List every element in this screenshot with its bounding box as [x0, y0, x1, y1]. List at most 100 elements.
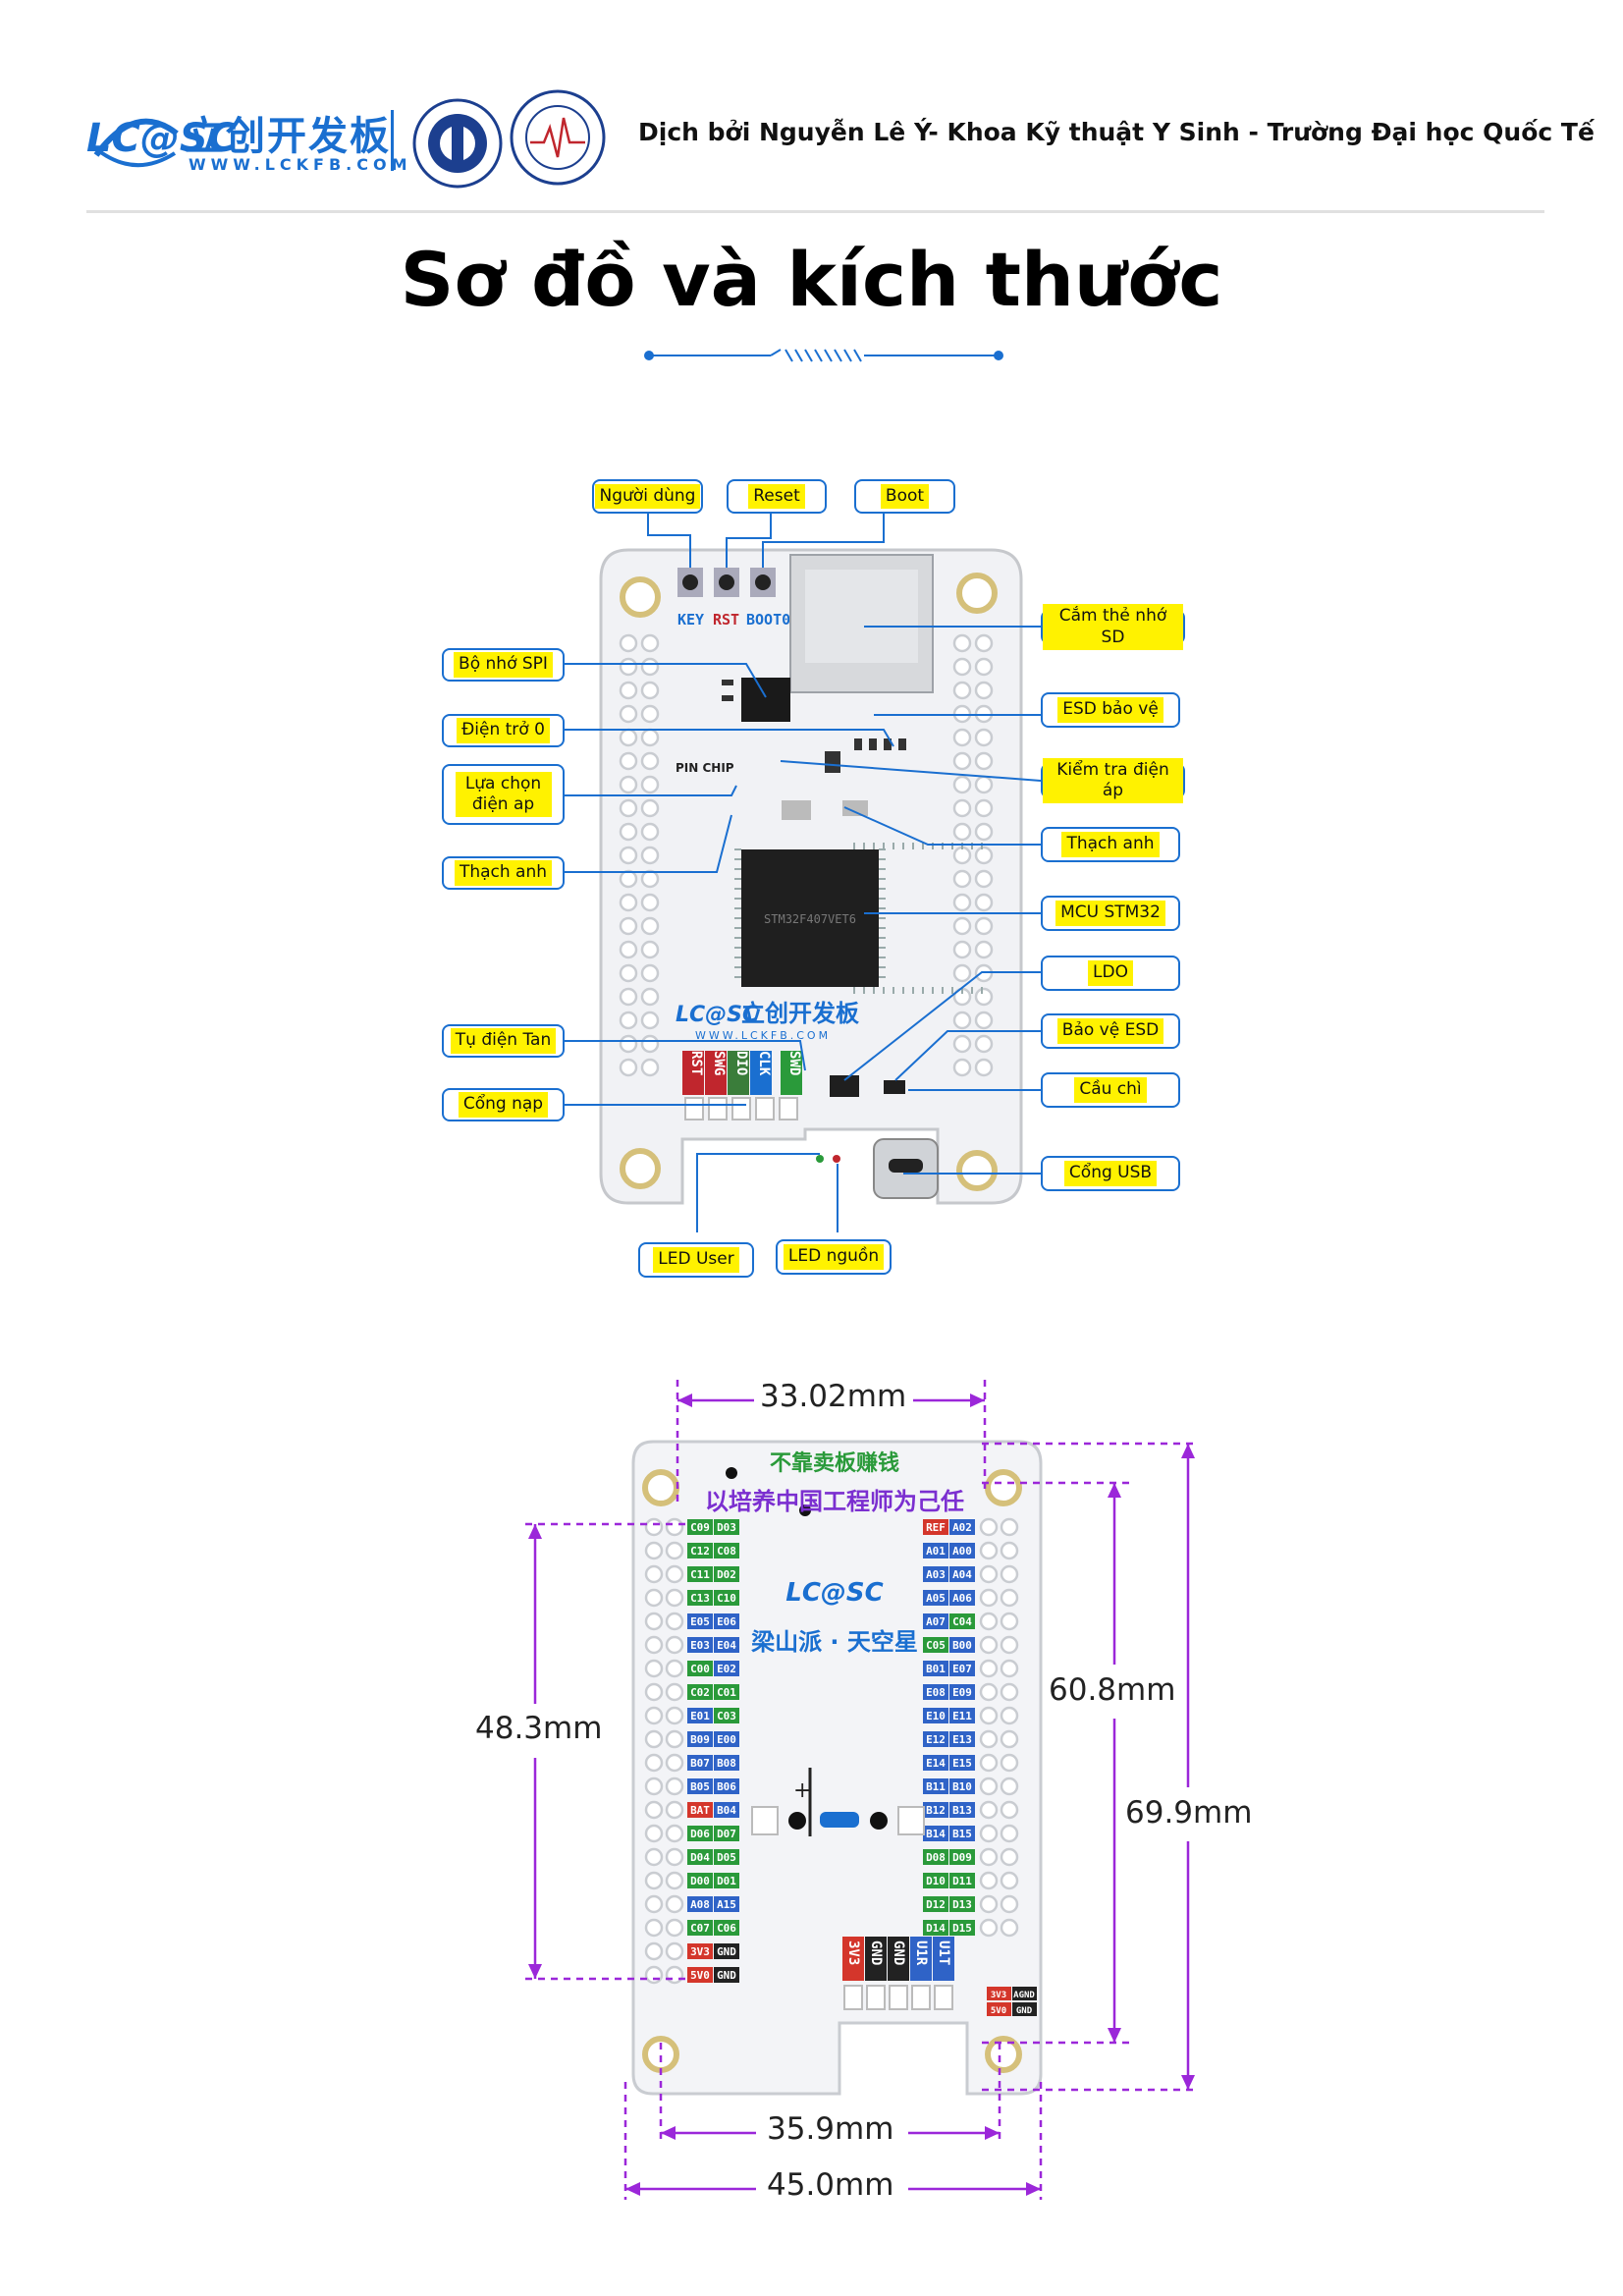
pin-label: D09	[952, 1851, 972, 1864]
board-brand-cn: 立创开发板	[741, 1000, 860, 1027]
pin-label-bg	[949, 1566, 975, 1582]
board-logo: LC@SC	[676, 1003, 758, 1027]
pin-label: 3V3	[991, 1991, 1006, 2000]
pin-label: B14	[926, 1828, 946, 1840]
pin-label-bg	[714, 1519, 739, 1535]
silk-rst: RST	[713, 611, 739, 629]
pin-label-bg	[923, 1920, 948, 1936]
dim-header-hole	[979, 1847, 999, 1867]
header-hole	[974, 1011, 994, 1030]
dim-header-hole	[644, 1682, 664, 1702]
pin-label-bg	[714, 1849, 739, 1865]
header-hole	[619, 869, 638, 889]
header-hole	[619, 728, 638, 747]
dim-header-hole	[665, 1659, 684, 1678]
mcu-chip-text: STM32F407VET6	[764, 912, 856, 926]
bottom-header-pad	[911, 1985, 931, 2010]
pin-label-bg	[987, 2002, 1011, 2016]
pin-label: C13	[690, 1592, 710, 1605]
header-hole	[974, 916, 994, 936]
callout-prog: Cổng nạp	[442, 1088, 565, 1121]
pin-label-bg	[687, 1637, 713, 1653]
callout-boot: Boot	[854, 479, 955, 514]
pin-label-bg	[714, 1778, 739, 1794]
pin-label-bg	[687, 1519, 713, 1535]
dim-header-hole	[665, 1729, 684, 1749]
callout-led-user: LED User	[638, 1242, 754, 1278]
callout-esd1: ESD bảo vệ	[1041, 692, 1180, 728]
pin-label: C08	[717, 1545, 736, 1558]
pin-label-bg	[687, 1920, 713, 1936]
header-hole	[974, 822, 994, 842]
pin-label: B10	[952, 1780, 972, 1793]
pin-label-bg	[949, 1543, 975, 1558]
swd-clk: CLK	[756, 1051, 772, 1076]
dim-header-hole	[644, 1753, 664, 1773]
pin-label-bg	[687, 1943, 713, 1959]
pin-label: E08	[926, 1686, 946, 1699]
callout-sd: Cắm thẻ nhớ SD	[1041, 604, 1185, 650]
pin-label-bg	[714, 1802, 739, 1818]
pin-label: A03	[926, 1568, 946, 1581]
header-hole	[619, 1034, 638, 1054]
dim-header-hole	[665, 1682, 684, 1702]
header-hole	[952, 893, 972, 912]
pin-label-bg	[687, 1731, 713, 1747]
header-hole	[640, 822, 660, 842]
bottom-header-label: U1R	[913, 1941, 929, 1966]
svg-text:+: +	[793, 1778, 811, 1803]
pin-label-bg	[714, 1684, 739, 1700]
header-hole	[974, 940, 994, 959]
header-hole	[640, 751, 660, 771]
pin-label: GND	[1016, 2006, 1033, 2016]
mounting-holes	[620, 573, 998, 1191]
pin-label: E13	[952, 1733, 972, 1746]
header-hole	[952, 751, 972, 771]
pin-label-bg	[687, 1896, 713, 1912]
header-hole	[974, 681, 994, 700]
callout-usb: Cổng USB	[1041, 1156, 1180, 1191]
dim-product: 梁山派 · 天空星	[750, 1628, 918, 1656]
pin-label: C10	[717, 1592, 736, 1605]
header-hole	[952, 1034, 972, 1054]
pin-label: A06	[952, 1592, 972, 1605]
pin-label-bg	[687, 1684, 713, 1700]
pin-label-bg	[687, 1967, 713, 1983]
dim-header-hole	[644, 1918, 664, 1938]
header-hole	[619, 775, 638, 794]
buttons	[677, 568, 776, 597]
pin-label: BAT	[690, 1804, 710, 1817]
header-hole	[952, 728, 972, 747]
pin-label: E01	[690, 1710, 710, 1722]
dim-header-hole	[979, 1588, 999, 1608]
header-hole	[974, 751, 994, 771]
pin-label: GND	[717, 1945, 736, 1958]
pin-label-bg	[923, 1590, 948, 1606]
pin-label: D02	[717, 1568, 736, 1581]
pin-label: C07	[690, 1922, 710, 1935]
pin-label: D12	[926, 1898, 946, 1911]
dim-header-hole	[644, 1706, 664, 1725]
pin-label-bg	[714, 1920, 739, 1936]
header-hole	[974, 846, 994, 865]
title-ornament	[643, 344, 1006, 367]
dim-header-hole	[979, 1517, 999, 1537]
pin-label-bg	[714, 1943, 739, 1959]
dim-header-hole	[979, 1729, 999, 1749]
dim-header-hole	[1000, 1871, 1019, 1890]
dim-header-hole	[979, 1659, 999, 1678]
bottom-header-pad	[843, 1985, 863, 2010]
dim-header-hole	[665, 1918, 684, 1938]
pin-label-bg	[949, 1849, 975, 1865]
header-hole	[640, 728, 660, 747]
dim-header-hole	[665, 1894, 684, 1914]
callout-r0: Điện trở 0	[442, 714, 565, 747]
pin-label: D11	[952, 1875, 972, 1887]
header-hole	[640, 798, 660, 818]
header-hole	[619, 916, 638, 936]
dim-header-hole	[1000, 1564, 1019, 1584]
pin-label: C05	[926, 1639, 946, 1652]
header-hole	[952, 798, 972, 818]
brand-cn: 立创开发板	[185, 114, 391, 159]
header-hole	[619, 1058, 638, 1077]
